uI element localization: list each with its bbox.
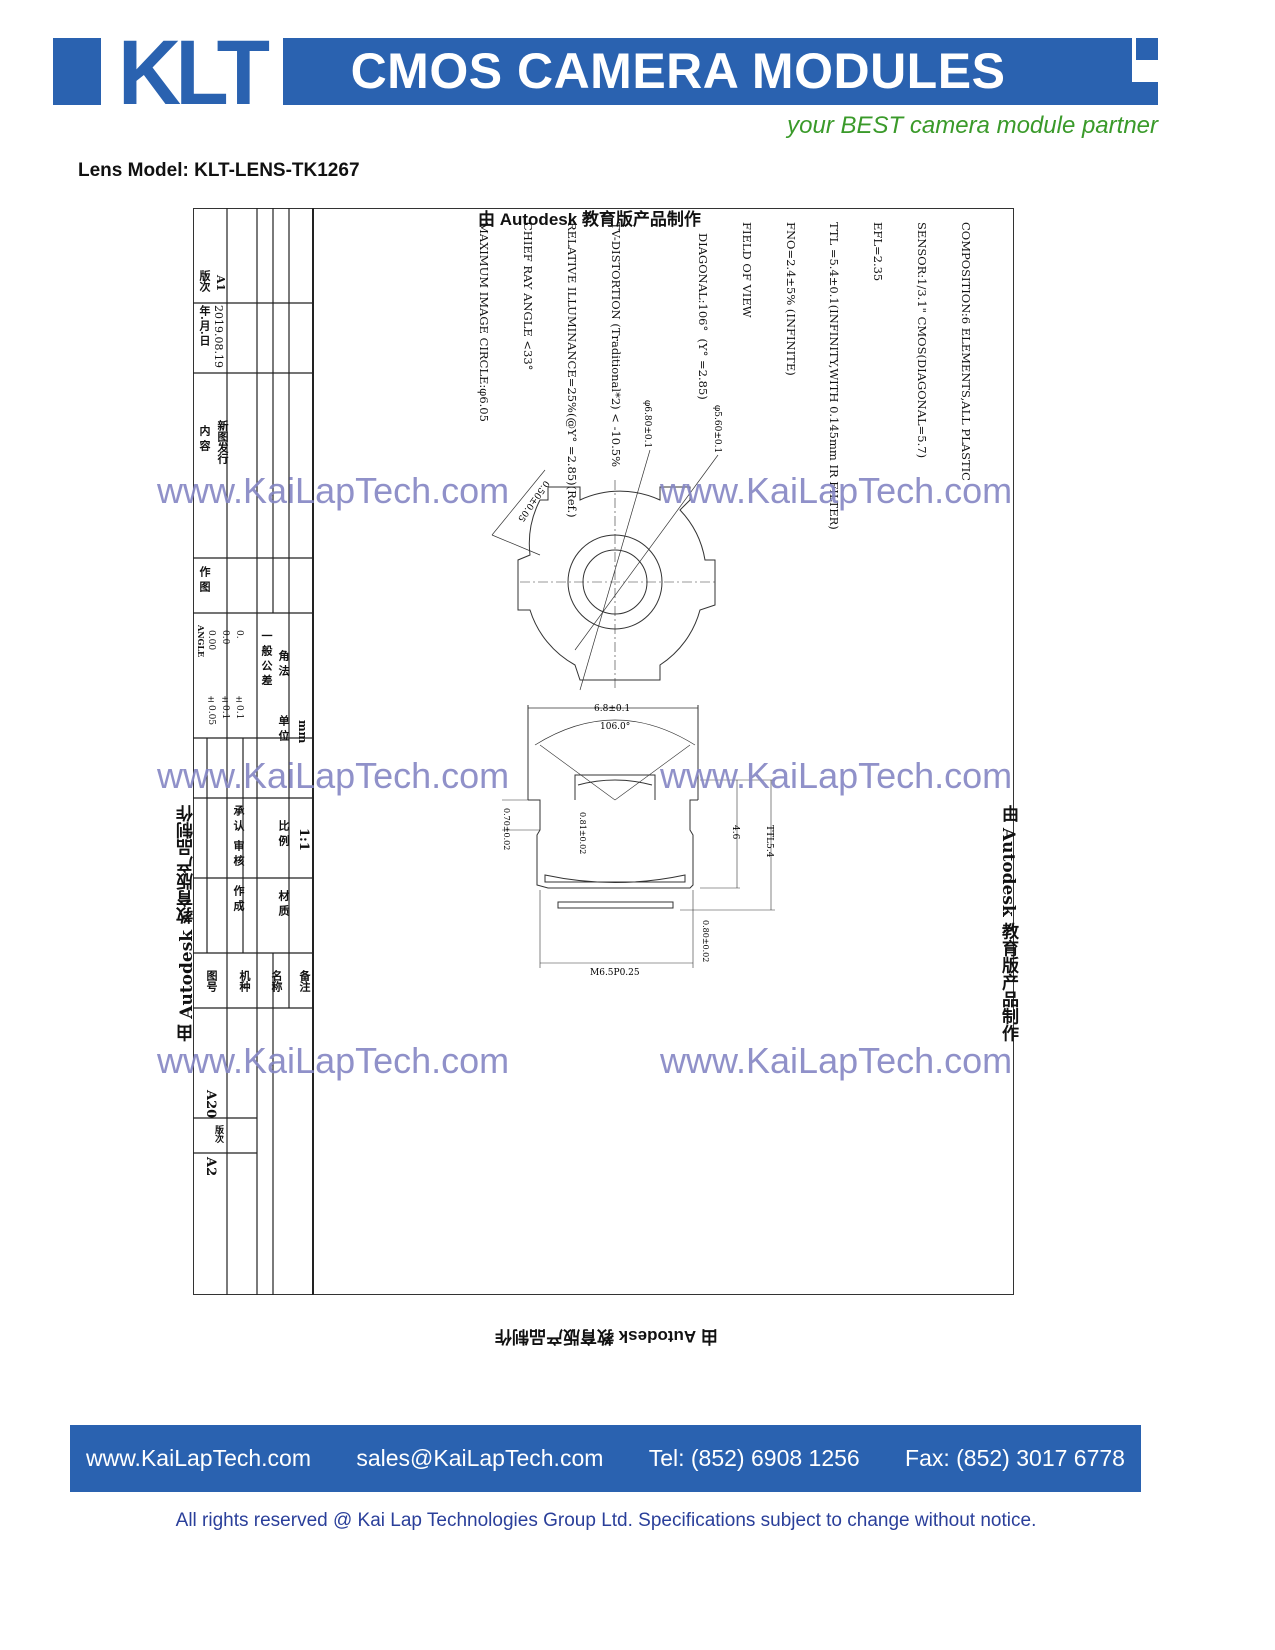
drawing-frame	[193, 208, 1014, 1295]
projection: 角 法	[277, 650, 290, 676]
watermark: www.KaiLapTech.com	[157, 1040, 510, 1081]
logo-block	[53, 38, 101, 105]
phone: Tel: (852) 6908 1256	[648, 1445, 860, 1471]
side-view	[502, 705, 775, 968]
remark-label: 备注	[298, 970, 311, 992]
tol-00: 0.0	[220, 630, 230, 645]
content-label: 内 容	[198, 425, 211, 451]
lens-model: Lens Model: KLT-LENS-TK1267	[78, 160, 360, 181]
tol-angle: ANGLE	[196, 625, 206, 658]
dim-fov: 106.0°	[600, 722, 630, 732]
email-link[interactable]: sales@KaiLapTech.com	[356, 1445, 604, 1471]
tol-v2: ±0.1	[220, 695, 230, 720]
watermark: www.KaiLapTech.com	[157, 755, 510, 796]
content-value: 新图发行	[216, 420, 229, 464]
autodesk-stamp-right: 由 Autodesk 教育版产品制作	[998, 805, 1018, 1042]
watermark: www.KaiLapTech.com	[157, 470, 510, 511]
watermark: www.KaiLapTech.com	[660, 470, 1013, 511]
dim-thread: M6.5P0.25	[590, 968, 640, 978]
title-block-grid	[193, 208, 314, 1295]
dim-080: 0.80±0.02	[701, 920, 710, 962]
name-label: 名称	[270, 970, 283, 992]
watermark: www.KaiLapTech.com	[660, 755, 1013, 796]
dim-4-6: 4.6	[730, 825, 740, 840]
drawing-no-label: 图号	[205, 970, 218, 992]
ver-label: 版次	[213, 1125, 223, 1143]
tol-0: 0.	[234, 630, 244, 639]
approve-label: 承 认	[232, 805, 245, 831]
top-view	[491, 449, 719, 691]
dim-inner-dia: φ5.60±0.1	[712, 405, 722, 453]
logo: KLT	[118, 22, 270, 124]
tol-000: 0.00	[206, 630, 216, 651]
unit-label: 单 位	[277, 715, 290, 741]
dim-070: 0.70±0.02	[502, 808, 511, 850]
header-title: CMOS CAMERA MODULES	[283, 38, 1073, 105]
unit-value: mm	[296, 720, 309, 744]
copyright: All rights reserved @ Kai Lap Technologi…	[175, 1510, 1037, 1531]
rev-value: A1	[214, 275, 227, 292]
review-label: 审 核	[232, 840, 245, 866]
tol-v3: ±0.05	[206, 695, 216, 726]
rev-label: 版次	[198, 270, 211, 292]
date-value: 2019.08.19	[212, 305, 225, 368]
dim-ttl: TTL5.4	[764, 825, 774, 858]
material-label: 材 质	[277, 890, 290, 916]
drawing-no: A20	[203, 1090, 218, 1119]
autodesk-stamp-top: 由 Autodesk 教育版产品制作	[478, 210, 701, 229]
maker-label: 作 成	[232, 885, 245, 911]
fax: Fax: (852) 3017 6778	[905, 1445, 1125, 1471]
contact-footer: www.KaiLapTech.com sales@KaiLapTech.com …	[70, 1425, 1141, 1492]
scale-value: 1:1	[296, 828, 311, 851]
date-label: 年.月.日	[198, 305, 211, 346]
website-link[interactable]: www.KaiLapTech.com	[86, 1445, 311, 1471]
general-tolerance: 一 般 公 差	[260, 630, 273, 686]
drawn-label: 作 图	[198, 566, 211, 592]
dim-width: 6.8±0.1	[594, 704, 630, 714]
checker-logo	[1068, 38, 1160, 105]
ver-value: A2	[203, 1157, 218, 1177]
tagline: your BEST camera module partner	[787, 112, 1158, 139]
model-label: 机种	[238, 970, 251, 992]
dim-081: 0.81±0.02	[578, 812, 587, 854]
watermark: www.KaiLapTech.com	[660, 1040, 1013, 1081]
tol-v1: ±0.1	[234, 695, 244, 720]
dim-outer-dia: φ6.80±0.1	[642, 400, 652, 448]
scale-label: 比 例	[277, 820, 290, 846]
